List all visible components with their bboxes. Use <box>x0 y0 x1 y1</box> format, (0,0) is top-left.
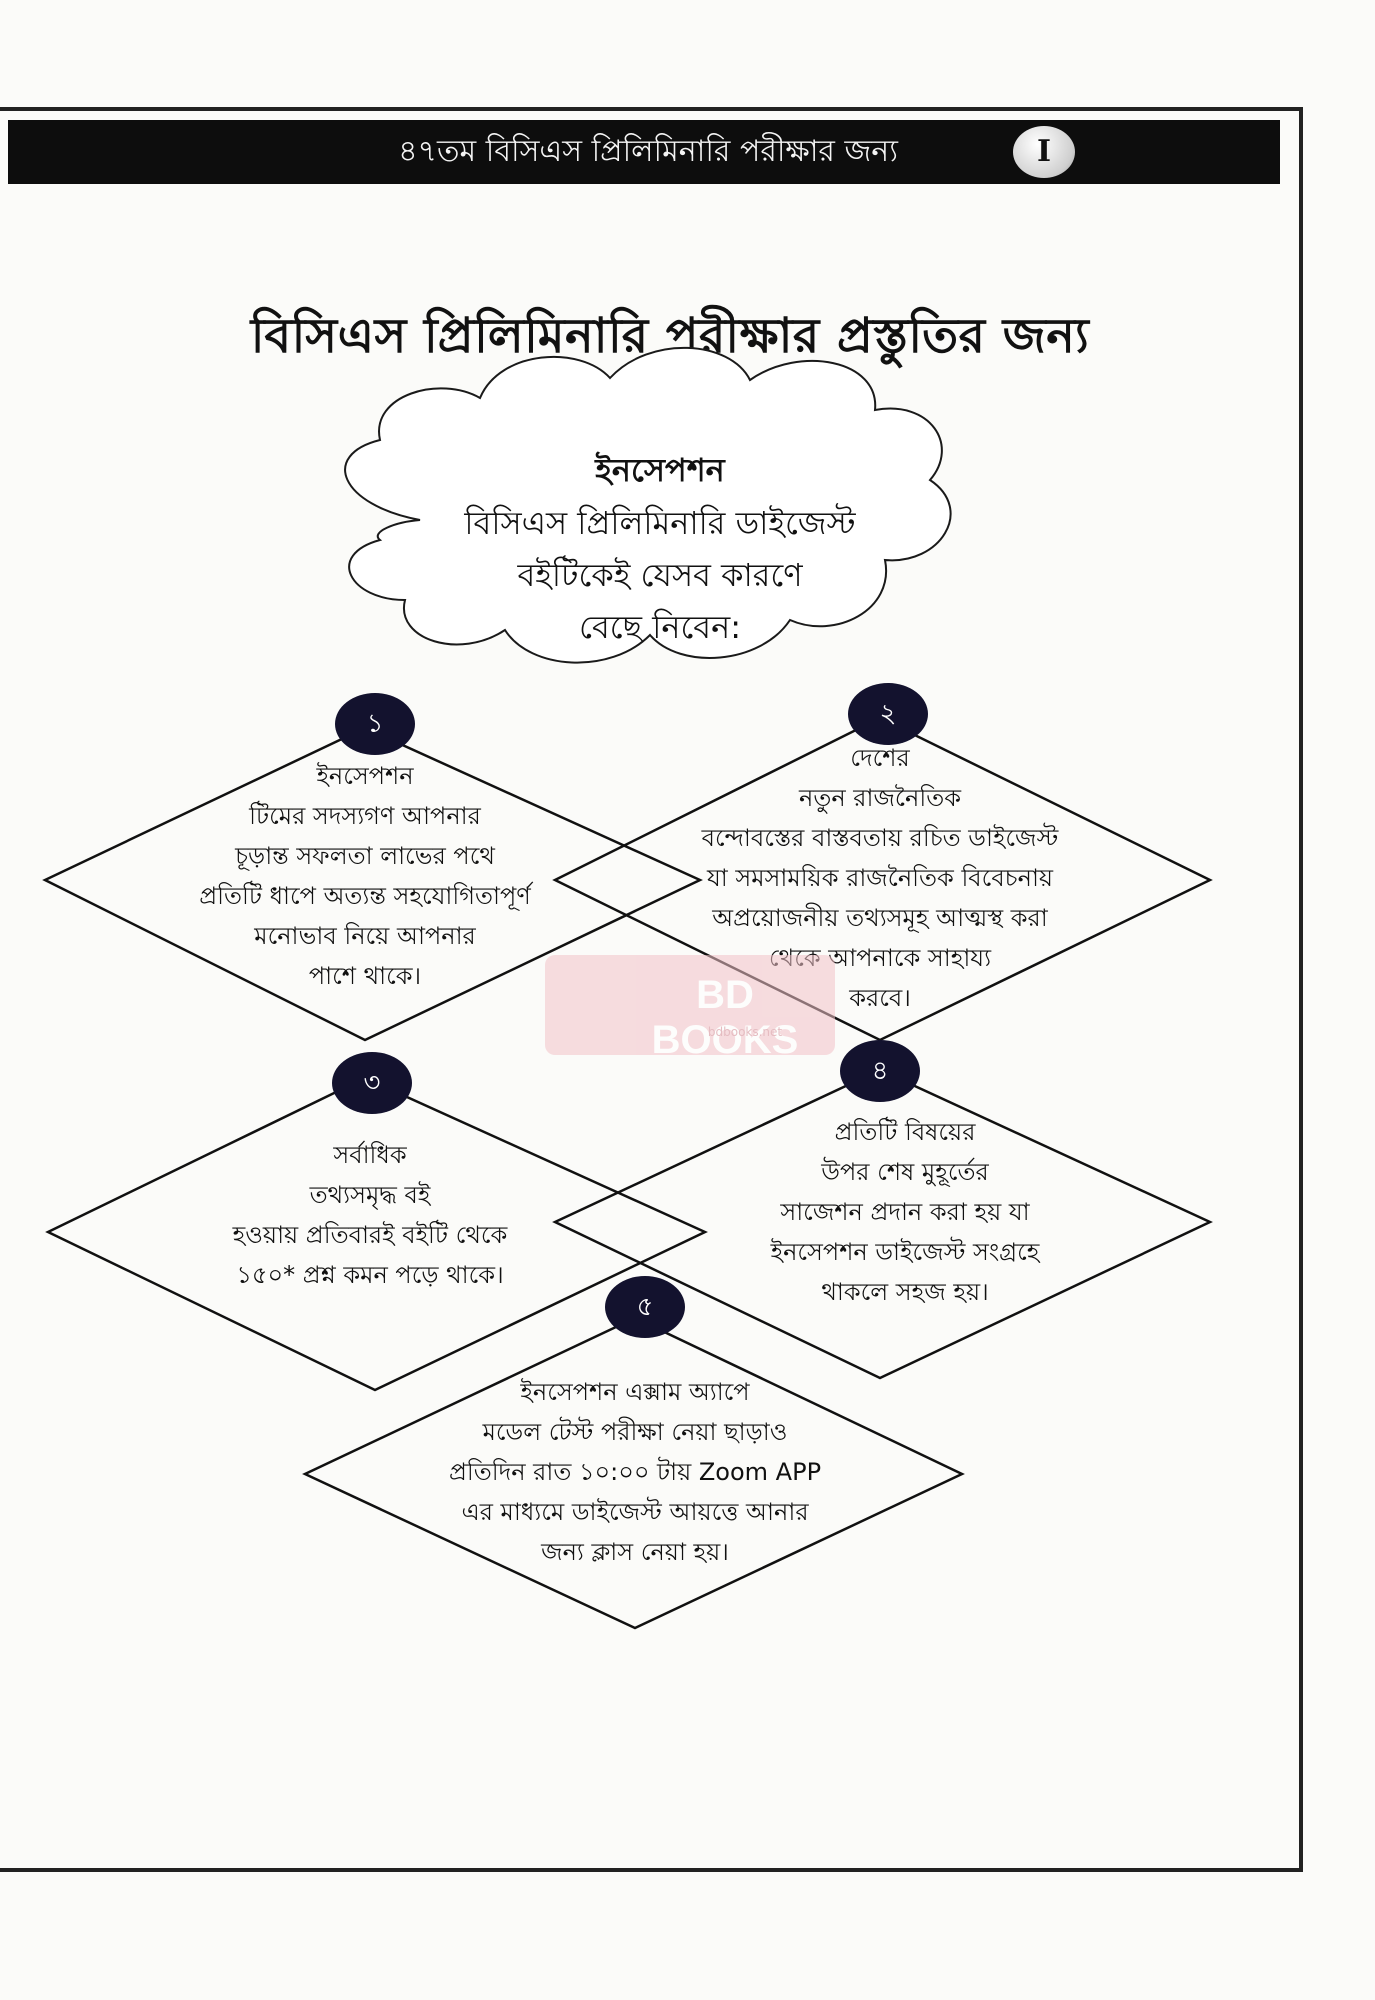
card-line: পাশে থাকে। <box>308 962 422 990</box>
card-text-2: দেশের নতুন রাজনৈতিক বন্দোবস্তের বাস্তবতা… <box>660 738 1100 1018</box>
card-line: মনোভাব নিয়ে আপনার <box>254 922 476 950</box>
cloud-text-line: বইটিকেই যেসব কারণে <box>517 556 803 594</box>
card-text-1: ইনসেপশন টিমের সদস্যগণ আপনার চূড়ান্ত সফল… <box>165 756 565 996</box>
card-line: ইনসেপশন এক্সাম অ্যাপে <box>520 1378 750 1406</box>
card-line: ১৫০* প্রশ্ন কমন পড়ে থাকে। <box>236 1261 504 1289</box>
cloud-title: ইনসেপশন <box>595 451 725 489</box>
card-line: নতুন রাজনৈতিক <box>799 784 961 812</box>
diamond-card-1 <box>42 726 703 1042</box>
header-title: ৪৭তম বিসিএস প্রিলিমিনারি পরীক্ষার জন্য <box>398 134 898 169</box>
card-line: টিমের সদস্যগণ আপনার <box>249 802 481 830</box>
diamond-card-3 <box>45 1076 708 1392</box>
card-line: প্রতিটি ধাপে অত্যন্ত সহযোগিতাপূর্ণ <box>199 882 531 910</box>
header-bar: ৪৭তম বিসিএস প্রিলিমিনারি পরীক্ষার জন্য I <box>8 120 1280 184</box>
card-line: যা সমসাময়িক রাজনৈতিক বিবেচনায় <box>706 864 1054 892</box>
card-line: সাজেশন প্রদান করা হয় যা <box>780 1198 1030 1226</box>
watermark-book-icon <box>545 955 835 1055</box>
card-line: এর মাধ্যমে ডাইজেস্ট আয়ত্তে আনার <box>461 1498 809 1526</box>
card-line: ইনসেপশন <box>316 762 414 790</box>
diamond-card-4 <box>552 1068 1213 1380</box>
card-line: জন্য ক্লাস নেয়া হয়। <box>541 1538 729 1566</box>
watermark-subtext: bdbooks.net <box>707 1025 783 1039</box>
card-line: তথ্যসমৃদ্ধ বই <box>309 1181 431 1209</box>
card-line: করবে। <box>849 984 911 1012</box>
number-badge-3: ৩ <box>332 1052 412 1114</box>
cloud-text-line: বিসিএস প্রিলিমিনারি ডাইজেস্ট <box>464 504 856 542</box>
card-line: চূড়ান্ত সফলতা লাভের পথে <box>235 842 495 870</box>
card-line: সর্বাধিক <box>333 1141 407 1169</box>
card-line: মডেল টেস্ট পরীক্ষা নেয়া ছাড়াও <box>482 1418 788 1446</box>
number-badge-1: ১ <box>335 693 415 755</box>
card-line: প্রতিটি বিষয়ের <box>834 1118 976 1146</box>
card-line: বন্দোবস্তের বাস্তবতায় রচিত ডাইজেস্ট <box>701 824 1059 852</box>
card-text-3: সর্বাধিক তথ্যসমৃদ্ধ বই হওয়ায় প্রতিবারই… <box>175 1135 565 1295</box>
number-badge-2: ২ <box>848 683 928 745</box>
watermark-logo: BD BOOKS bdbooks.net <box>545 955 835 1062</box>
card-line: দেশের <box>850 744 910 772</box>
card-line: থাকলে সহজ হয়। <box>821 1278 989 1306</box>
card-line: প্রতিদিন রাত ১০:০০ টায় Zoom APP <box>448 1458 822 1486</box>
page-frame <box>0 107 1303 1872</box>
card-line: হওয়ায় প্রতিবারই বইটি থেকে <box>232 1221 508 1249</box>
card-text-4: প্রতিটি বিষয়ের উপর শেষ মুহূর্তের সাজেশন… <box>715 1112 1095 1312</box>
card-text-5: ইনসেপশন এক্সাম অ্যাপে মডেল টেস্ট পরীক্ষা… <box>410 1372 860 1572</box>
number-badge-5: ৫ <box>605 1276 685 1338</box>
number-badge-4: ৪ <box>840 1040 920 1102</box>
card-line: অপ্রয়োজনীয় তথ্যসমূহ আত্মস্থ করা <box>712 904 1048 932</box>
card-line: ইনসেপশন ডাইজেস্ট সংগ্রহে <box>770 1238 1040 1266</box>
cloud-text-line: বেছে নিবেন: <box>578 608 742 646</box>
watermark-text: BD BOOKS <box>651 973 799 1062</box>
card-line: উপর শেষ মুহূর্তের <box>821 1158 989 1186</box>
diamond-card-5 <box>302 1316 965 1630</box>
page-number-badge: I <box>1013 126 1075 178</box>
